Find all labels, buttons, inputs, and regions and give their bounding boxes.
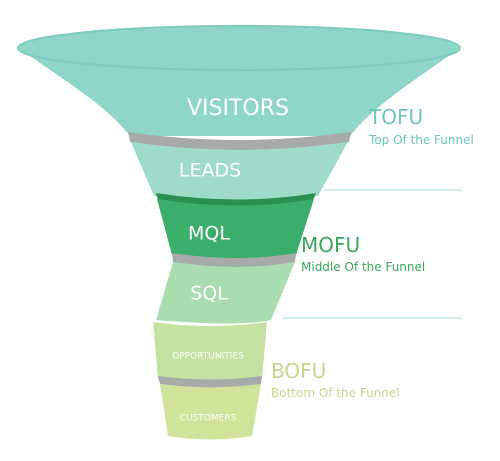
funnel-segment-visitors [17,25,461,136]
stage-subtitle-bofu: Bottom Of the Funnel [271,386,400,400]
segment-label-mql: MQL [188,223,230,245]
stage-mofu: MOFU Middle Of the Funnel [301,233,425,274]
stage-bofu: BOFU Bottom Of the Funnel [271,359,400,400]
funnel-segment-opportunities [153,322,267,383]
segment-label-leads: LEADS [179,160,241,182]
segment-label-opportunities: OPPORTUNITIES [172,352,244,362]
stage-title-bofu: BOFU [271,359,326,383]
stage-subtitle-mofu: Middle Of the Funnel [301,260,425,274]
stage-title-mofu: MOFU [301,233,360,257]
segment-label-sql: SQL [190,283,228,305]
segment-label-visitors: VISITORS [187,96,289,121]
stage-subtitle-tofu: Top Of the Funnel [368,133,474,147]
stage-tofu: TOFU Top Of the Funnel [368,105,474,147]
divider-opps-customers [158,376,262,388]
stage-title-tofu: TOFU [368,105,423,129]
funnel-segment-leads [131,142,348,202]
divider-visitors-leads [128,132,351,150]
divider-mql-sql [172,253,296,267]
segment-label-customers: CUSTOMERS [180,414,237,424]
funnel-segment-sql [156,262,295,324]
funnel-segment-mql [156,193,316,260]
funnel-segment-customers [160,384,261,440]
